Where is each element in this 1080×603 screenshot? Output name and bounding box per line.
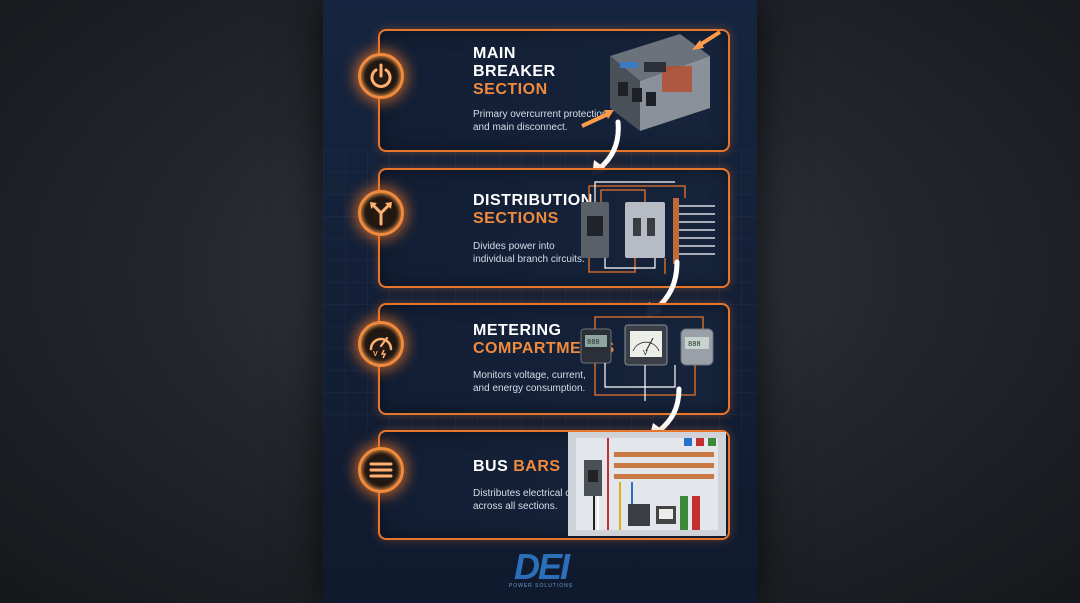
svg-text:V: V xyxy=(373,351,378,358)
metering-description: Monitors voltage, current, and energy co… xyxy=(473,370,586,394)
distribution-description: Divides power into individual branch cir… xyxy=(473,241,585,265)
bus-bars-card: BUS BARS Distributes electrical current … xyxy=(358,430,730,540)
bus-bars-description: Distributes electrical current across al… xyxy=(473,488,597,512)
power-icon xyxy=(358,53,404,99)
bus-bars-illustration xyxy=(568,432,726,536)
metering-title: METERING COMPARTMENTS xyxy=(473,322,615,357)
metering-illustration: 888 V 888 xyxy=(580,316,714,401)
split-arrow-icon xyxy=(358,190,404,236)
main-breaker-illustration xyxy=(581,30,722,131)
logo-mark: DEI xyxy=(513,546,570,587)
distribution-title: DISTRIBUTION SECTIONS xyxy=(473,192,593,227)
metering-card: V METERING COMPARTMENTS Monitors voltage… xyxy=(358,303,730,415)
infographic-poster: MAIN BREAKER SECTION Primary overcurrent… xyxy=(323,0,757,603)
bus-bars-title: BUS BARS xyxy=(473,458,561,475)
main-breaker-description: Primary overcurrent protection and main … xyxy=(473,109,608,133)
digital-meter-left-readout: 888 xyxy=(587,339,600,347)
distribution-card: DISTRIBUTION SECTIONS Divides power into… xyxy=(358,168,730,288)
voltmeter-label: V xyxy=(643,350,648,357)
main-breaker-card: MAIN BREAKER SECTION Primary overcurrent… xyxy=(358,29,730,152)
digital-meter-right-readout: 888 xyxy=(688,341,701,349)
bus-bars-icon xyxy=(358,447,404,493)
dei-logo: DEI POWER SOLUTIONS xyxy=(501,546,581,590)
logo-subtitle: POWER SOLUTIONS xyxy=(508,583,574,589)
gauge-icon: V xyxy=(358,321,404,367)
distribution-illustration xyxy=(581,181,715,274)
main-breaker-title: MAIN BREAKER SECTION xyxy=(473,45,556,98)
